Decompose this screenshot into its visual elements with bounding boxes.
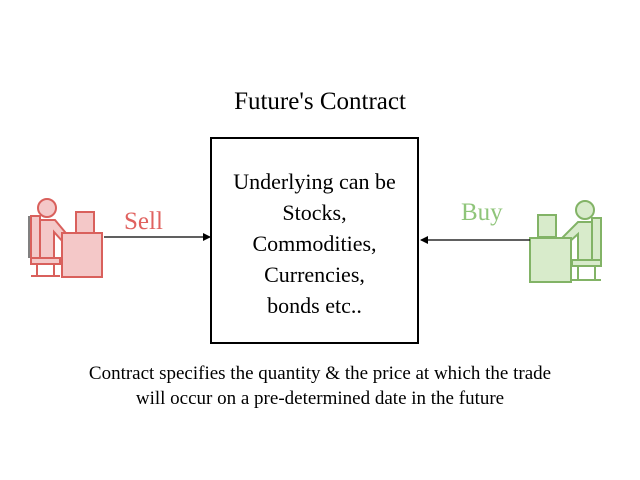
box-line: Commodities,	[252, 231, 377, 256]
buyer-person-icon	[529, 200, 602, 283]
box-line: Stocks,	[282, 200, 347, 225]
box-line: Currencies,	[264, 262, 365, 287]
caption: Contract specifies the quantity & the pr…	[0, 361, 640, 411]
seller-person-icon	[30, 198, 103, 278]
sell-label: Sell	[124, 208, 163, 235]
contract-box	[210, 137, 419, 344]
buy-label: Buy	[461, 199, 503, 226]
caption-line: Contract specifies the quantity & the pr…	[88, 363, 552, 384]
contract-box-text: Underlying can be Stocks, Commodities, C…	[210, 166, 419, 321]
diagram-title: Future's Contract	[234, 88, 406, 115]
caption-line: will occur on a pre-determined date in t…	[135, 388, 505, 409]
box-line: bonds etc..	[267, 293, 362, 318]
box-line: Underlying can be	[233, 169, 396, 194]
